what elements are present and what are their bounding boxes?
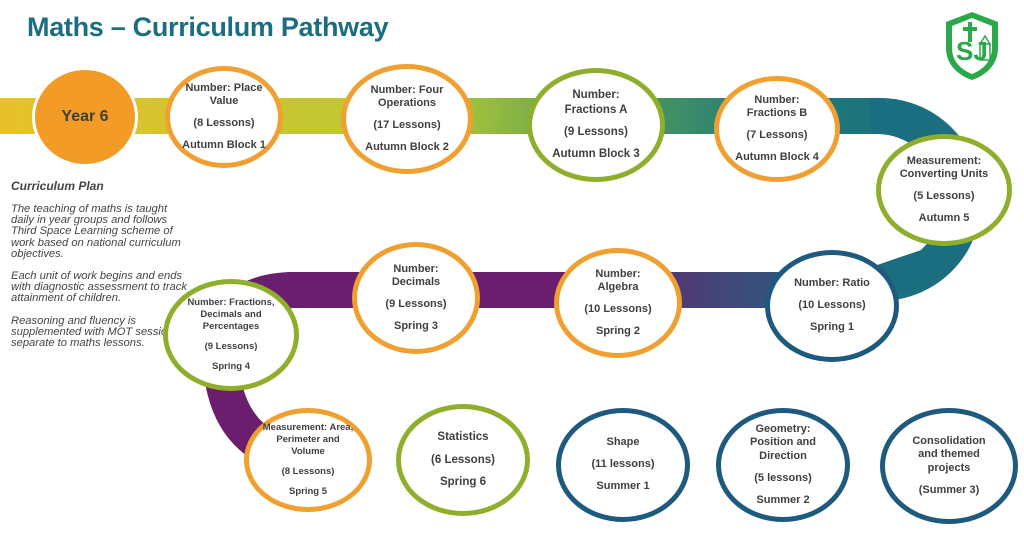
unit-node-area-perimeter-volume[interactable]: Measurement: Area, Perimeter and Volume … <box>244 408 372 512</box>
unit-title: Number: Fractions A <box>564 89 628 116</box>
unit-block: Spring 6 <box>439 476 486 489</box>
unit-node-four-operations[interactable]: Number: Four Operations (17 Lessons) Aut… <box>341 64 473 174</box>
unit-title: Measurement: Converting Units <box>899 154 989 181</box>
unit-lessons: (8 Lessons) <box>193 117 255 129</box>
unit-title: Number: Fractions B <box>746 93 808 120</box>
unit-block: Spring 1 <box>809 320 854 333</box>
unit-title: Number: Algebra <box>595 267 641 294</box>
page-title: Maths – Curriculum Pathway <box>27 12 389 42</box>
unit-lessons: (9 Lessons) <box>204 340 258 352</box>
unit-lessons: (5 lessons) <box>754 471 812 484</box>
unit-lessons: (10 Lessons) <box>584 303 652 315</box>
unit-block: (Summer 3) <box>918 483 980 496</box>
unit-block: Autumn Block 1 <box>182 138 266 151</box>
unit-lessons: (8 Lessons) <box>281 465 335 477</box>
unit-node-place-value[interactable]: Number: Place Value (8 Lessons) Autumn B… <box>165 66 283 168</box>
unit-block: Autumn 5 <box>918 211 970 224</box>
unit-lessons: (5 Lessons) <box>913 190 975 202</box>
unit-block: Spring 5 <box>288 485 327 497</box>
unit-block: Spring 3 <box>393 319 438 332</box>
unit-block: Summer 1 <box>596 479 650 492</box>
unit-node-converting-units[interactable]: Measurement: Converting Units (5 Lessons… <box>876 134 1012 246</box>
unit-node-decimals[interactable]: Number: Decimals (9 Lessons) Spring 3 <box>352 242 480 354</box>
unit-title: Geometry: Position and Direction <box>750 422 816 463</box>
unit-node-fractions-decimals-percentages[interactable]: Number: Fractions, Decimals and Percenta… <box>163 279 299 391</box>
curriculum-plan-paragraph: Reasoning and fluency is supplemented wi… <box>11 314 179 350</box>
unit-node-consolidation[interactable]: Consolidation and themed projects (Summe… <box>880 408 1018 524</box>
unit-node-fractions-a[interactable]: Number: Fractions A (9 Lessons) Autumn B… <box>527 68 665 182</box>
unit-title: Number: Four Operations <box>370 83 444 110</box>
unit-node-shape[interactable]: Shape (11 lessons) Summer 1 <box>556 408 690 522</box>
unit-lessons: (6 Lessons) <box>431 453 495 466</box>
unit-lessons: (9 Lessons) <box>564 126 628 138</box>
unit-node-position-direction[interactable]: Geometry: Position and Direction (5 less… <box>716 408 850 522</box>
unit-lessons: (9 Lessons) <box>385 298 447 310</box>
unit-lessons: (10 Lessons) <box>798 299 866 312</box>
unit-lessons: (17 Lessons) <box>373 119 441 131</box>
unit-block: Spring 2 <box>595 324 640 337</box>
unit-lessons: (11 lessons) <box>591 458 655 471</box>
unit-node-statistics[interactable]: Statistics (6 Lessons) Spring 6 <box>396 404 530 516</box>
unit-node-ratio[interactable]: Number: Ratio (10 Lessons) Spring 1 <box>765 250 899 362</box>
unit-lessons: (7 Lessons) <box>746 129 808 141</box>
school-logo: SJ <box>946 12 998 80</box>
unit-title: Consolidation and themed projects <box>912 434 986 475</box>
unit-node-algebra[interactable]: Number: Algebra (10 Lessons) Spring 2 <box>554 248 682 358</box>
unit-block: Spring 4 <box>211 360 250 372</box>
unit-title: Number: Ratio <box>794 277 870 290</box>
unit-block: Autumn Block 3 <box>552 148 640 161</box>
unit-node-fractions-b[interactable]: Number: Fractions B (7 Lessons) Autumn B… <box>714 76 840 182</box>
year-badge: Year 6 <box>32 67 138 167</box>
curriculum-plan-heading: Curriculum Plan <box>11 179 104 193</box>
unit-block: Summer 2 <box>756 493 810 506</box>
unit-block: Autumn Block 2 <box>365 140 449 153</box>
unit-title: Number: Place Value <box>185 81 263 108</box>
unit-title: Shape <box>606 436 640 449</box>
curriculum-plan-panel: Curriculum Plan The teaching of maths is… <box>11 180 191 360</box>
unit-title: Number: Decimals <box>391 262 441 289</box>
unit-title: Statistics <box>437 431 489 444</box>
unit-block: Autumn Block 4 <box>735 150 819 163</box>
unit-title: Number: Fractions, Decimals and Percenta… <box>187 297 275 333</box>
curriculum-plan-paragraph: The teaching of maths is taught daily in… <box>11 203 181 260</box>
unit-title: Measurement: Area, Perimeter and Volume <box>262 422 354 458</box>
curriculum-plan-paragraph: Each unit of work begins and ends with d… <box>11 270 187 305</box>
